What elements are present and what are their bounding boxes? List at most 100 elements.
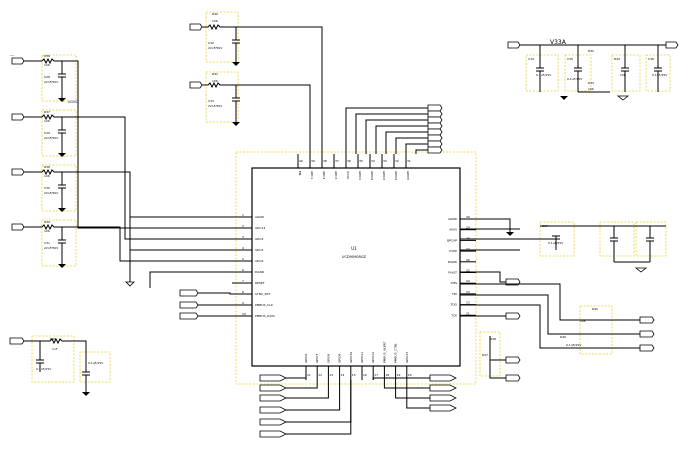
- top-gpio-wire-6: [405, 143, 428, 154]
- bottom-left-port-2: [259, 394, 287, 402]
- v33a-out-port: [665, 41, 679, 49]
- pin-39-name: ADC1: [310, 171, 314, 179]
- ic-u1-outline: [235, 151, 477, 385]
- r40-ref: R40: [212, 12, 218, 16]
- jtag-resistor-box: [579, 305, 613, 355]
- c36-symbol: [621, 45, 629, 92]
- rc-filter-top-1: R40 10K C32 22nF/50V: [189, 11, 323, 168]
- rc-filter-4-port: [11, 223, 25, 231]
- pin-1-name: AGND: [255, 215, 265, 219]
- pin-35-name: GPIO1: [358, 171, 362, 180]
- bottom-left-wire-1: [286, 380, 318, 389]
- top-gpio-wire-3: [375, 125, 428, 154]
- agnd-symbol: [125, 281, 135, 287]
- bottom-right-port-0: [429, 374, 457, 382]
- c39-box: [599, 221, 635, 257]
- pin-21-number: 21: [466, 311, 470, 315]
- bottom-right-wire-1: [383, 380, 430, 389]
- c34-symbol: [536, 45, 544, 92]
- pin-34-number: 34: [371, 159, 375, 163]
- c32-ref: C32: [208, 41, 214, 45]
- r37-ref: R37: [44, 110, 50, 114]
- pin-11-name: GPIO6: [304, 354, 308, 363]
- bottom-right-wire-0: [372, 377, 430, 380]
- pin-32-number: 32: [395, 159, 399, 163]
- pin-36-number: 36: [347, 159, 351, 163]
- gnd-net-label: AGND: [68, 100, 79, 104]
- c37-value: 0.1uF/25V: [652, 73, 668, 77]
- top-gpio-port-7: [427, 146, 443, 154]
- c29-value: 22nF/50V: [44, 136, 59, 140]
- c40-box: [635, 221, 667, 257]
- rc-filter-2-port: [11, 113, 25, 121]
- dgnd-symbol: [634, 267, 648, 273]
- pin-38-number: 38: [323, 159, 327, 163]
- ic-u1-part: UCD9090RGZ: [342, 255, 367, 259]
- c38-value: 0.1uF/25V: [548, 241, 564, 245]
- agnd-symbol: [616, 95, 630, 101]
- left-nets: [125, 216, 252, 320]
- tdo-wire: [460, 304, 600, 349]
- gnd-symbol: [560, 96, 568, 100]
- c35-ref: C35: [567, 57, 573, 61]
- bottom-left-port-3: [259, 406, 287, 414]
- top-gpio-wire-0: [345, 107, 428, 154]
- pin-4-name: ADC5: [255, 248, 263, 252]
- pin-22-name: TDO: [449, 303, 457, 307]
- rc-filter-1-net-label: ---: [10, 53, 15, 58]
- agnd-pin1-wire: [129, 216, 252, 282]
- tdi-out-port: [639, 330, 655, 338]
- pin-3-number: 3: [242, 235, 244, 239]
- c28-ref: C28: [44, 75, 50, 79]
- pin-6-name: DGND: [255, 270, 265, 274]
- r38-value: 10K: [44, 174, 51, 178]
- ic-top-pins: 40EN39ADC138ADC237ADC336V33A35GPIO134GPI…: [297, 104, 443, 180]
- top-gpio-wire-5: [395, 137, 428, 154]
- rc-filter-3-wire: [24, 168, 252, 251]
- pin-28-number: 28: [466, 236, 470, 240]
- pin-12-name: GPIO7: [315, 354, 319, 363]
- r46-ref: R47: [482, 353, 488, 357]
- gnd-symbol: [58, 98, 66, 102]
- c36-value: 10K: [620, 73, 627, 77]
- pin-14-name: GPIO9: [338, 354, 342, 363]
- ic-u1-ref: U1: [351, 246, 357, 251]
- c33-value: 22nF/50V: [208, 104, 223, 108]
- r43-ref: R43: [588, 81, 594, 85]
- pin-19-number: 19: [397, 373, 401, 377]
- rc-filter-2-box: [41, 109, 77, 157]
- rc-filter-top-2-box: [205, 71, 239, 123]
- pin-15-name: GPIO10: [349, 352, 353, 363]
- pin-18-number: 18: [385, 373, 389, 377]
- c32-value: 22nF/50V: [208, 46, 223, 50]
- rc-filter-top-2: R41 10K C33 22nF/50V: [189, 71, 311, 168]
- pin-1-number: 1: [242, 213, 244, 217]
- supply-cap-value: 0.1uF/25V: [36, 367, 52, 371]
- pin-2-name: ADC13: [255, 226, 265, 230]
- top-gpio-port-0: [427, 104, 443, 112]
- r39-ref: R39: [44, 220, 50, 224]
- top-gpio-wire-7: [415, 149, 428, 154]
- tdi-wire: [460, 294, 600, 335]
- pin-40-number: 40: [299, 159, 303, 163]
- rc-filter-top-1-port: [189, 23, 203, 31]
- bottom-left-supply: R49 1uF 0.1uF/25V 0.1uF/25V: [9, 335, 111, 396]
- pin-21-name: TCK: [450, 313, 458, 317]
- gnd-symbol: [58, 208, 66, 212]
- pin-4-number: 4: [242, 246, 244, 250]
- c33-symbol: [232, 85, 240, 122]
- supply-rc-box: [31, 335, 75, 383]
- pin-6-number: 6: [242, 268, 244, 272]
- v33a-supply: V33A C34 0.1uF/25V C35 0.1uF/25V R42 R43…: [507, 39, 679, 101]
- r44-ref: R45: [592, 307, 598, 311]
- pin-19-name: PMBUS_CTRL: [394, 343, 398, 363]
- pin-17-number: 17: [374, 373, 378, 377]
- pin-40-name: EN: [298, 171, 302, 175]
- top-gpio-wire-4: [385, 131, 428, 154]
- pin-25-number: 25: [466, 269, 470, 273]
- pin-7-number: 7: [242, 279, 244, 283]
- pin-23-name: TDI: [451, 292, 457, 296]
- pin-29-name: AVSS: [449, 228, 457, 232]
- rc-filter-top-2-port: [189, 81, 203, 89]
- pin-27-number: 27: [466, 247, 470, 251]
